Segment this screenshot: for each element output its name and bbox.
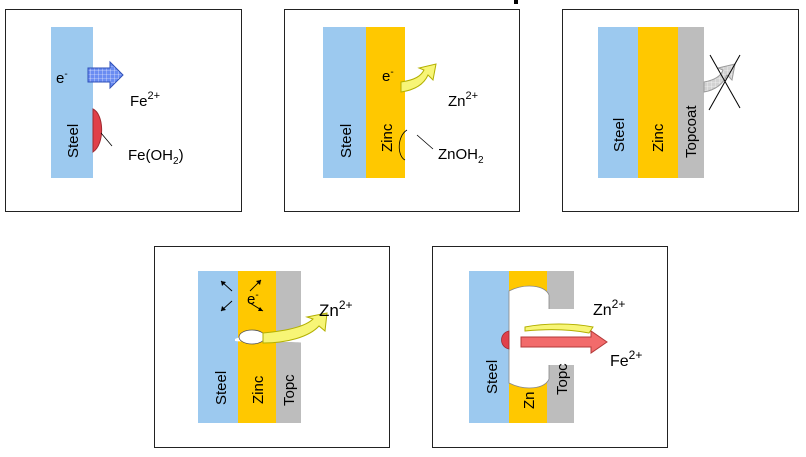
product-leader-line — [416, 134, 434, 150]
panel-topcoat-damage-diagram: Steel Zinc Topc e- Zn2+ — [198, 271, 353, 423]
topcoat-label: Topcoat — [683, 105, 700, 158]
zinc-layer — [638, 27, 678, 178]
cross-line-2 — [708, 54, 741, 111]
panel-bare-steel-diagram: Steel e- Fe2+ Fe(OH2) — [51, 27, 184, 178]
zinc-void — [238, 329, 266, 345]
rust-deposit — [92, 108, 103, 153]
blocked-arrow — [703, 63, 736, 93]
panel-duplex: Steel Zinc Topcoat — [562, 9, 799, 212]
electron-arrow — [87, 60, 124, 90]
steel-layer — [469, 271, 509, 423]
steel-label: Steel — [484, 360, 501, 394]
topcoat-label: Topc — [281, 374, 298, 406]
panel-zinc-depleted-diagram: Steel Zn Topc Zn2+ Fe2+ — [469, 271, 642, 423]
electron-arrow-3-head — [221, 306, 226, 311]
steel-layer — [323, 27, 366, 178]
iron-ion-label: Fe2+ — [610, 348, 642, 370]
panel-duplex-diagram: Steel Zinc Topcoat — [598, 27, 741, 178]
panel-bare-steel: Steel e- Fe2+ Fe(OH2) — [5, 9, 242, 212]
ion-label: Zn2+ — [319, 298, 353, 320]
steel-layer — [198, 271, 238, 423]
steel-label: Steel — [65, 124, 82, 158]
zinc-label: Zinc — [250, 375, 267, 404]
zinc-label: Zinc — [650, 123, 667, 152]
topcoat-layer — [678, 27, 704, 178]
zinc-layer — [238, 271, 276, 423]
steel-rust — [501, 330, 510, 350]
steel-label: Steel — [338, 124, 355, 158]
electron-label: e- — [56, 69, 68, 87]
electron-arrow-4-head — [258, 307, 263, 311]
zinc-ion-arrow — [524, 323, 594, 334]
electron-arrow-2-head — [256, 280, 261, 285]
steel-layer — [598, 27, 638, 178]
zinc-ion-arrow — [262, 312, 328, 344]
panel-zinc-depleted: Steel Zn Topc Zn2+ Fe2+ — [432, 246, 668, 448]
reaction-bracket — [398, 129, 408, 161]
panel-galvanized: Steel Zinc e- Zn2+ ZnOH2 — [284, 9, 520, 212]
steel-label: Steel — [213, 371, 230, 405]
electron-arrow — [400, 63, 437, 93]
zinc-ion-label: Zn2+ — [593, 297, 625, 319]
product-label: ZnOH2 — [438, 146, 484, 166]
panel-topcoat-damage: Steel Zinc Topc e- Zn2+ — [154, 246, 390, 448]
zinc-layer — [366, 27, 405, 178]
electron-label: e- — [247, 290, 259, 308]
steel-label: Steel — [611, 118, 628, 152]
electron-label: e- — [382, 67, 394, 85]
panel-galvanized-diagram: Steel Zinc e- Zn2+ ZnOH2 — [323, 27, 484, 178]
top-dot — [514, 0, 518, 4]
ion-label: Zn2+ — [448, 90, 478, 110]
electron-arrow-1-head — [221, 281, 226, 286]
iron-ion-arrow — [520, 330, 608, 354]
rust-leader-line — [100, 132, 113, 147]
zinc-label: Zn — [521, 391, 538, 409]
product-label: Fe(OH2) — [128, 147, 184, 167]
topcoat-label: Topc — [554, 363, 571, 395]
zinc-label: Zinc — [379, 123, 396, 152]
steel-layer — [51, 27, 93, 178]
topcoat-layer — [276, 271, 301, 423]
ion-label: Fe2+ — [130, 90, 160, 110]
